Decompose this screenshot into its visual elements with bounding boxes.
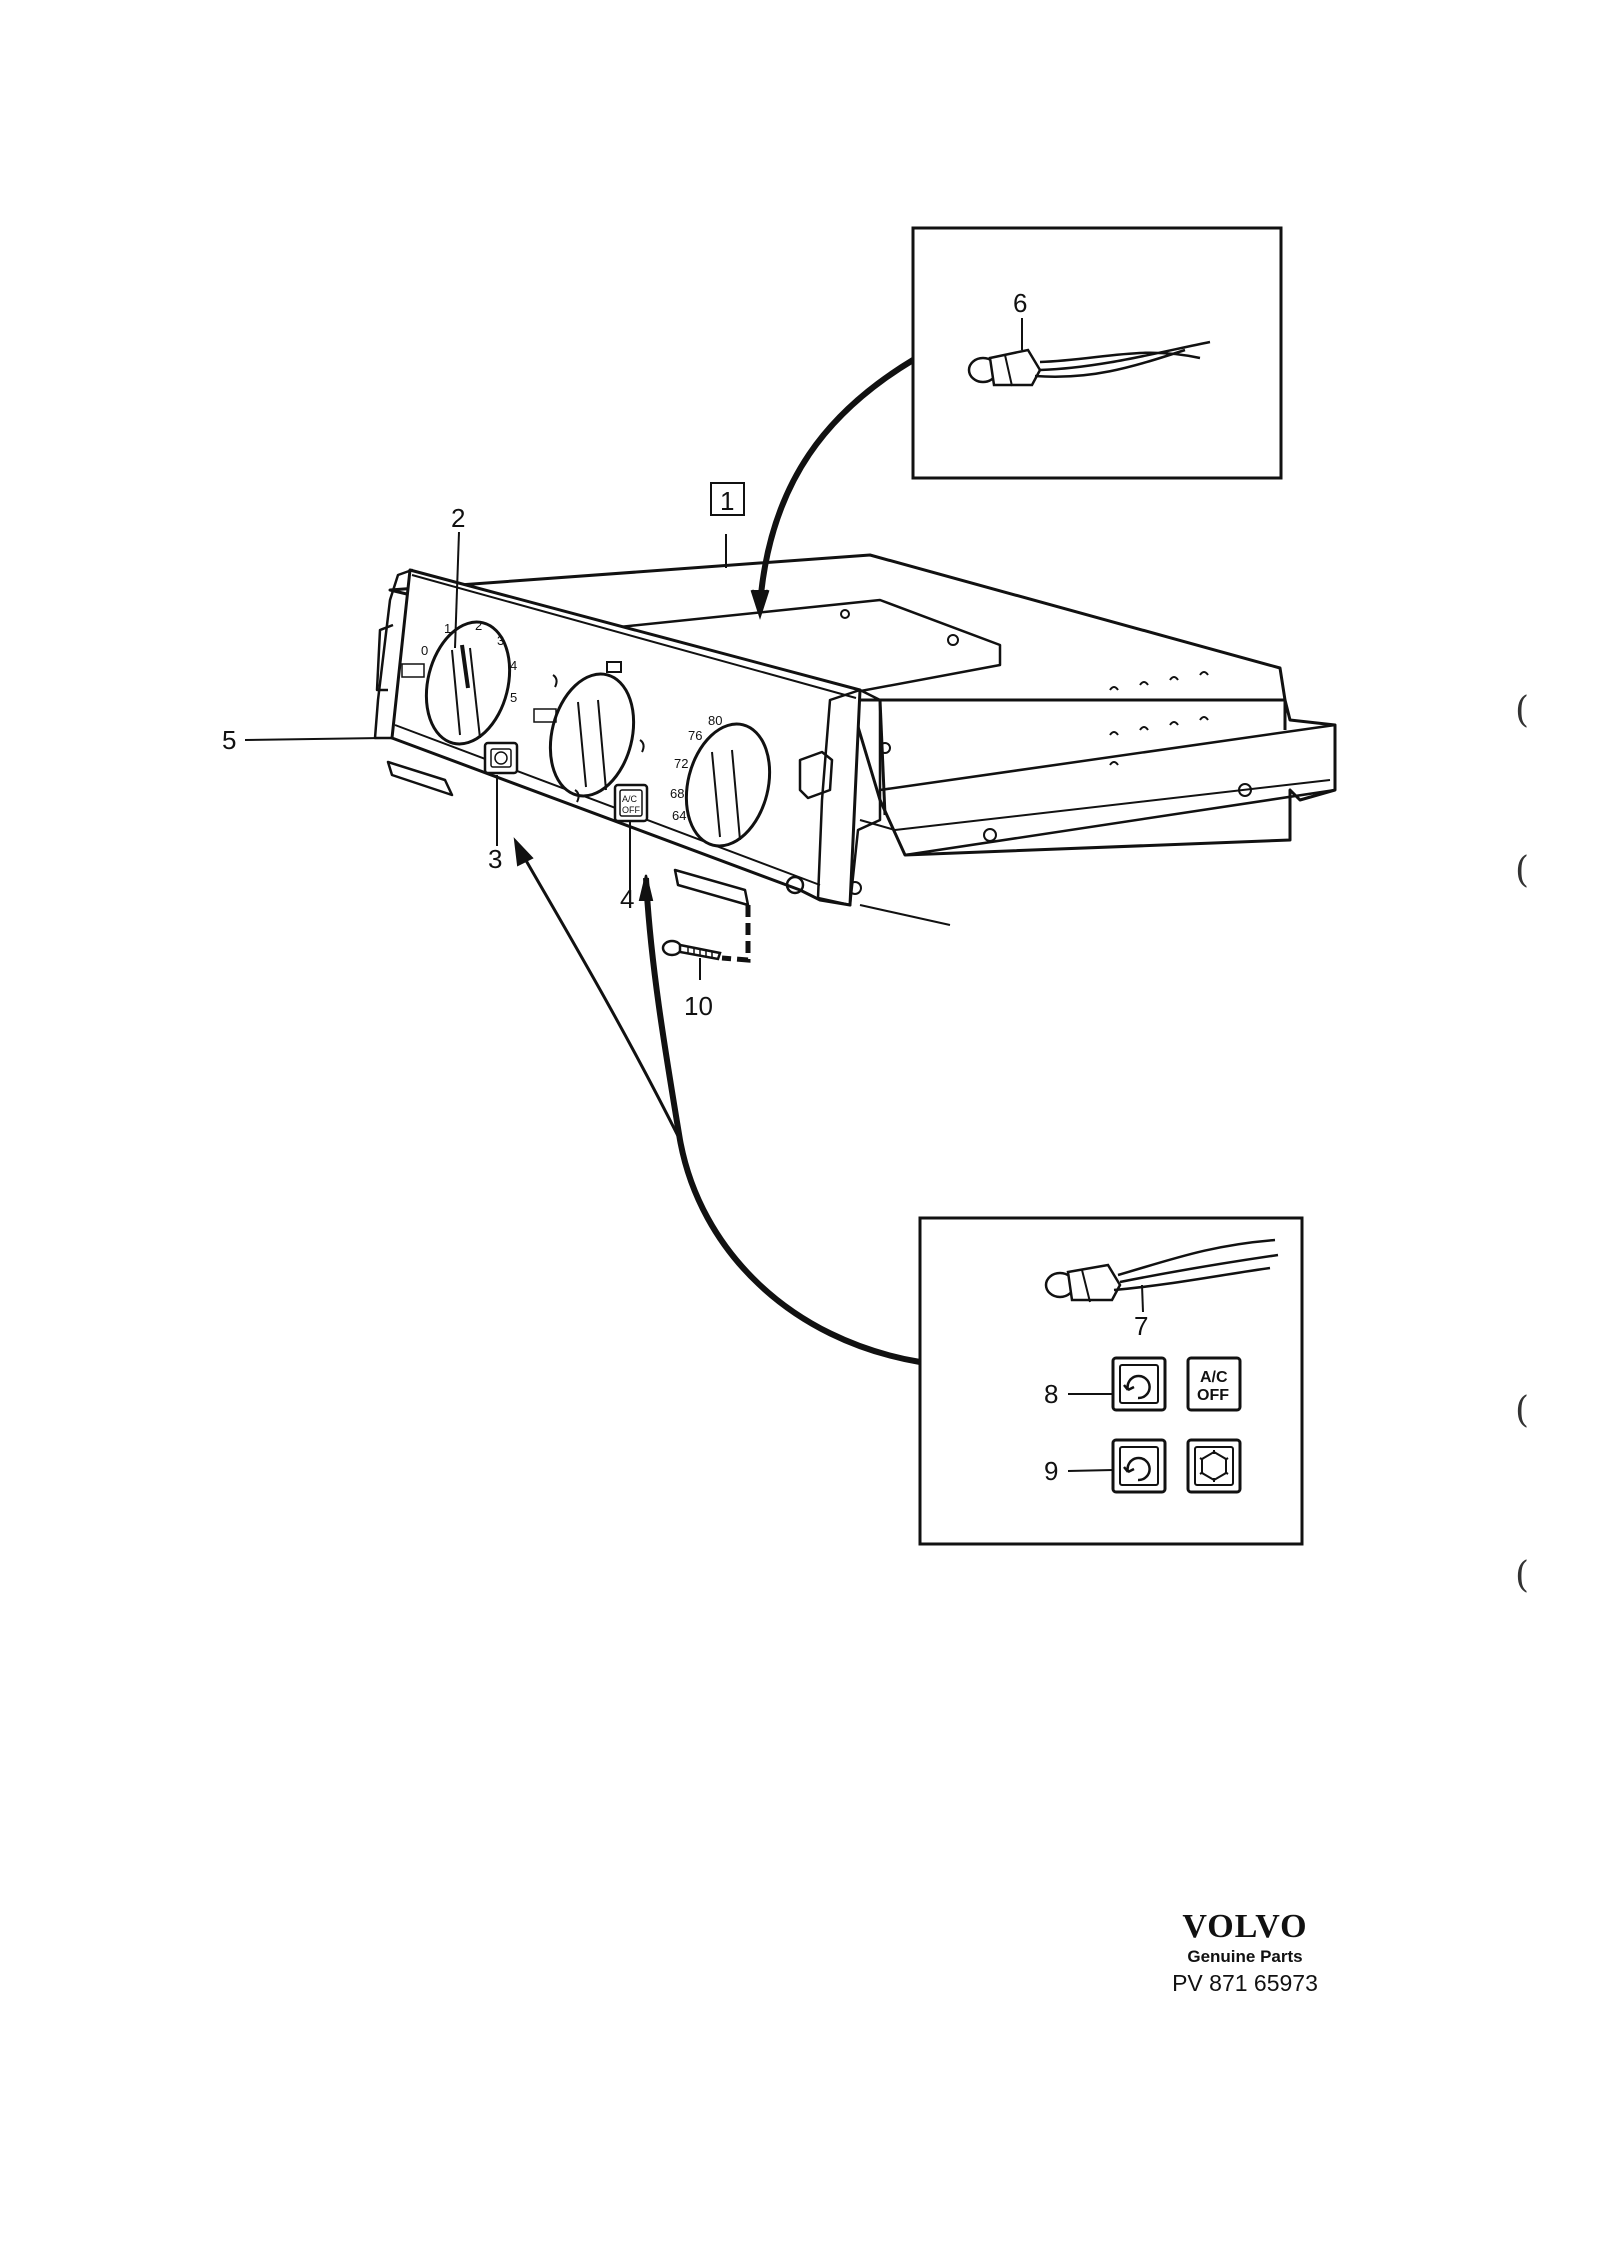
front-panel-bottom-lip (394, 724, 821, 886)
temp-scale-64: 64 (672, 808, 686, 823)
defrost-symbol (606, 661, 622, 673)
connectors (513, 357, 921, 1365)
fan-scale-4: 4 (510, 658, 517, 673)
inset-bulb-7-buttons: A/C OFF (918, 1216, 1304, 1546)
plate-screw-b (840, 609, 850, 619)
fan-knob (424, 620, 512, 746)
temp-scale-76: 76 (688, 728, 702, 743)
bottom-clip-right (673, 868, 750, 907)
panel-clip (798, 750, 834, 800)
bulb-6 (967, 340, 1211, 387)
inset-top-frame (911, 226, 1283, 480)
arrow-to-unit-top (750, 589, 770, 620)
distribution-symbols (533, 661, 645, 803)
volvo-logo: VOLVO (1182, 1908, 1308, 1945)
fan-auto-badge (401, 663, 425, 678)
housing-screw-a (1238, 783, 1252, 797)
housing-vents (1109, 671, 1209, 766)
inset-bottom-frame (918, 1216, 1304, 1546)
recirculation-icon (1123, 1374, 1151, 1400)
fan-scale-2: 2 (475, 618, 482, 633)
temp-scale-68: 68 (670, 786, 684, 801)
vent-mix-symbol (574, 789, 580, 803)
panel-right-end (816, 688, 882, 907)
plate-screw-a (947, 634, 959, 646)
binding-mark-3: ( (1515, 1390, 1530, 1431)
air-distribution-knob (548, 672, 636, 798)
callout-10: 10 (684, 991, 713, 1021)
leader-9 (1067, 1469, 1114, 1472)
leader-2 (454, 531, 460, 649)
screw-item-10 (661, 939, 722, 961)
ac-off-button-line1: A/C (622, 794, 638, 804)
ac-off-button-8 (1186, 1356, 1242, 1412)
front-panel-top-lip (411, 574, 857, 699)
callout-1: 1 (720, 486, 734, 516)
binding-mark-2: ( (1515, 850, 1530, 891)
vent-face-symbol (552, 674, 558, 688)
screw-path-dashed (721, 905, 751, 963)
auto-distribution-badge (533, 708, 557, 723)
recirculation-icon (494, 751, 508, 765)
callout-9: 9 (1044, 1456, 1058, 1486)
callout-1-box (710, 482, 745, 516)
fan-scale-0: 0 (421, 643, 428, 658)
unit-side-flange (879, 723, 1337, 857)
binding-mark-1: ( (1515, 690, 1530, 731)
curve-to-bulb-7 (643, 877, 921, 1365)
arrow-to-button-3 (513, 837, 534, 867)
callout-6: 6 (1013, 288, 1027, 318)
ac-off-button-line2: OFF (622, 805, 640, 815)
ac-off-label-line2: OFF (1197, 1387, 1229, 1404)
binding-mark-4: ( (1515, 1555, 1530, 1596)
left-bracket-tab (375, 623, 394, 692)
curve-to-bulb-6 (757, 357, 915, 606)
ac-off-label-line1: A/C (1200, 1369, 1228, 1386)
arrow-to-button-4 (638, 874, 654, 901)
temperature-knob (684, 722, 772, 848)
callout-3: 3 (488, 844, 502, 874)
callout-2: 2 (451, 503, 465, 533)
part-page-code: PV 871 65973 (1172, 1970, 1318, 1996)
ac-off-button (613, 783, 649, 823)
recirculation-icon (1123, 1456, 1151, 1482)
fan-scale-3: 3 (497, 633, 504, 648)
leader-lines (244, 318, 1144, 1472)
inset-bulb-6 (911, 226, 1283, 480)
leader-7 (1141, 1284, 1144, 1313)
genuine-parts-label: Genuine Parts (1187, 1947, 1303, 1966)
temp-scale-80: 80 (708, 713, 722, 728)
button-set-8 (1111, 1356, 1242, 1412)
curve-to-button-3 (518, 849, 682, 1141)
unit-right-housing (848, 698, 1337, 857)
callout-7: 7 (1134, 1311, 1148, 1341)
recirculation-button (483, 741, 519, 775)
fan-scale-1: 1 (444, 621, 451, 636)
housing-screw-b (983, 828, 997, 842)
temp-scale-72: 72 (674, 756, 688, 771)
callout-4: 4 (620, 884, 634, 914)
vent-floor-symbol (639, 739, 645, 753)
fan-scale-5: 5 (510, 690, 517, 705)
bulb-7 (1044, 1238, 1279, 1303)
callout-5: 5 (222, 725, 236, 755)
bottom-clip-left (386, 760, 454, 797)
leader-unit-edge (859, 904, 951, 926)
panel-screw-hole (785, 875, 805, 895)
brand-block: VOLVO Genuine Parts PV 871 65973 (1130, 1908, 1360, 1998)
callout-8: 8 (1044, 1379, 1058, 1409)
button-set-9 (1111, 1438, 1242, 1494)
leader-5 (244, 737, 383, 741)
